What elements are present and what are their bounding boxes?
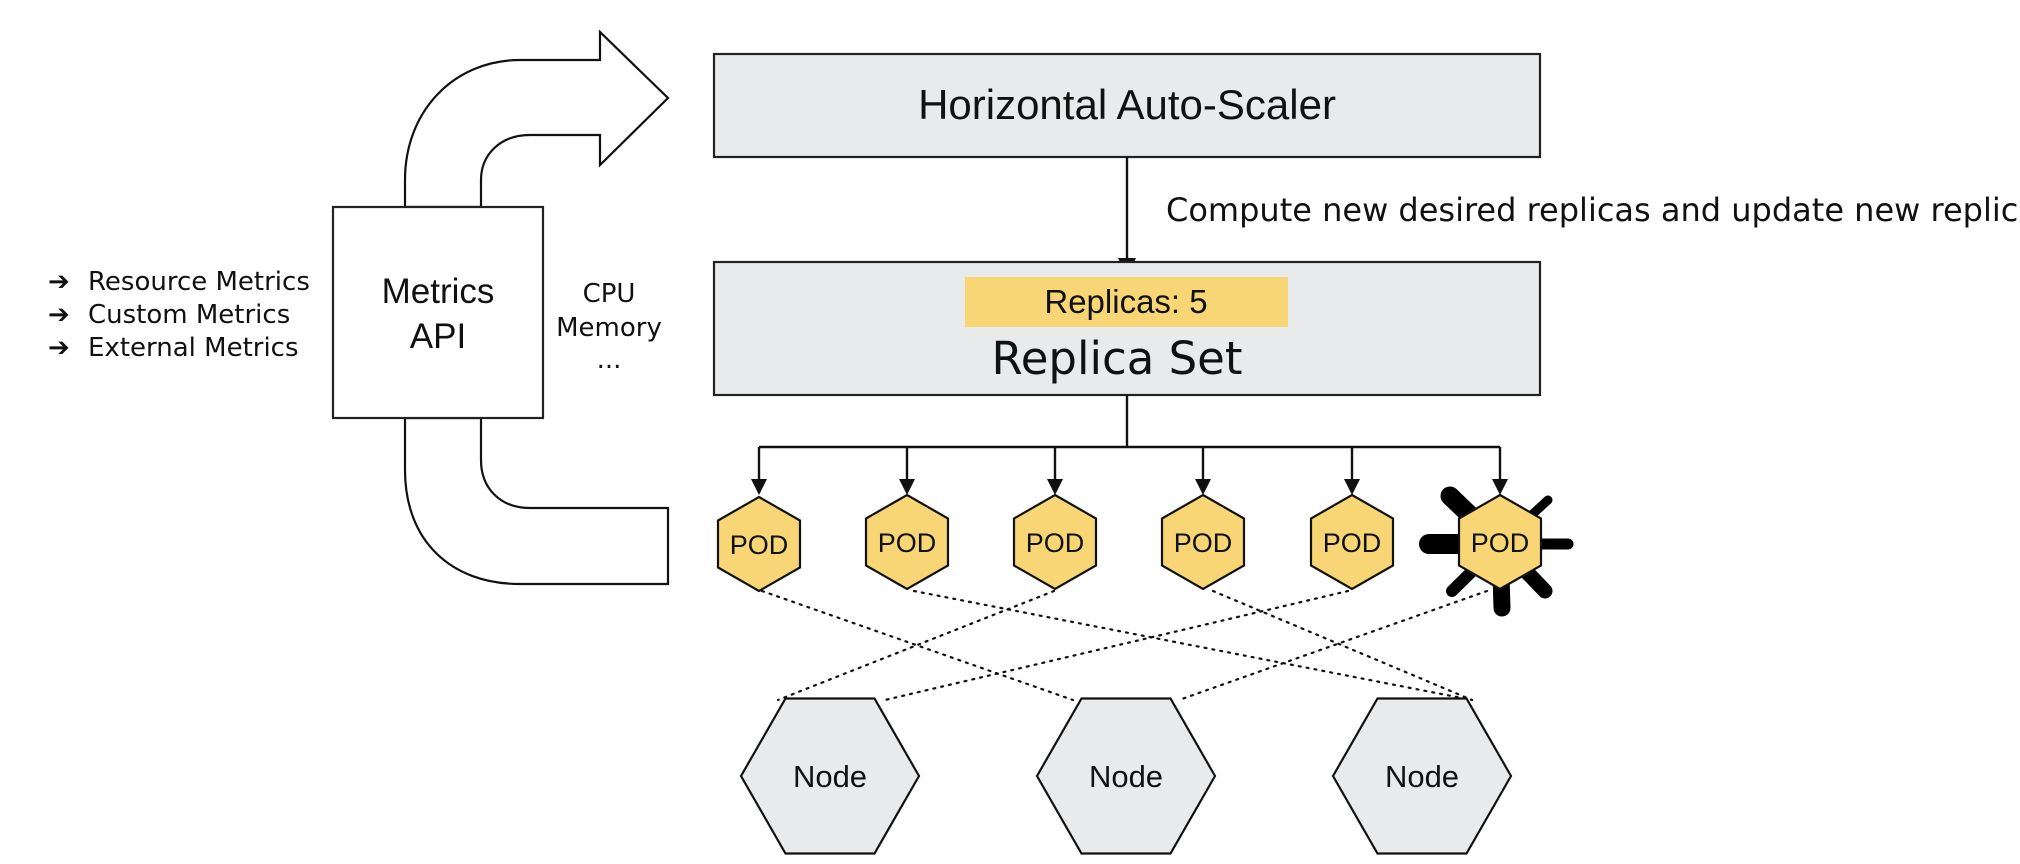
- pod-hexagon: [1160, 493, 1246, 591]
- node-hexagon: [1331, 697, 1513, 855]
- pod-hexagon: [864, 493, 950, 591]
- replica-set-box: Replicas: 5 Replica Set: [712, 260, 1542, 397]
- pod-hexagon: [1457, 493, 1543, 591]
- metric-type-arrow: ➔: [48, 266, 70, 296]
- node: Node: [1035, 697, 1217, 855]
- pods-group: POD POD POD POD POD POD: [716, 493, 1543, 593]
- pod: POD: [1309, 493, 1395, 591]
- autoscaler-title: Horizontal Auto-Scaler: [918, 81, 1336, 128]
- metric-sample-more: ...: [597, 345, 622, 375]
- pod: POD: [1012, 493, 1098, 591]
- node-label: Node: [793, 759, 867, 794]
- metrics-api-line2: API: [410, 317, 466, 356]
- pod-hexagon: [1012, 493, 1098, 591]
- metric-type-label: External Metrics: [88, 333, 299, 363]
- pod-hexagon: [716, 495, 802, 593]
- metric-sample-memory: Memory: [556, 313, 662, 343]
- pod: POD: [864, 493, 950, 591]
- node-hexagon: [739, 697, 921, 855]
- pod-failed: POD: [1457, 493, 1543, 591]
- metrics-api-box: Metrics API: [331, 205, 545, 420]
- pods-to-metrics-arrow: [403, 416, 670, 586]
- pod-label: POD: [1026, 528, 1085, 558]
- node-hexagon: [1035, 697, 1217, 855]
- autoscaler-box: Horizontal Auto-Scaler: [712, 52, 1542, 159]
- pod-label: POD: [1323, 528, 1382, 558]
- metric-types-list: ➔ Resource Metrics ➔ Custom Metrics ➔ Ex…: [48, 266, 310, 363]
- pod: POD: [716, 495, 802, 593]
- node-label: Node: [1089, 759, 1163, 794]
- pod-label: POD: [1471, 528, 1530, 558]
- metric-type-label: Custom Metrics: [88, 300, 290, 330]
- node: Node: [1331, 697, 1513, 855]
- node: Node: [739, 697, 921, 855]
- replicas-count: Replicas: 5: [1044, 283, 1207, 320]
- metric-sample-cpu: CPU: [583, 279, 636, 309]
- autoscaler-to-replicaset-arrow: [1118, 157, 1136, 277]
- pod-label: POD: [878, 528, 937, 558]
- nodes-group: Node Node Node: [739, 697, 1513, 855]
- pod-node-links: [760, 589, 1489, 702]
- replicaset-to-pods-connectors: [751, 395, 1508, 495]
- replica-set-title: Replica Set: [991, 332, 1242, 385]
- metric-type-arrow: ➔: [48, 299, 70, 329]
- metric-samples: CPU Memory ...: [556, 279, 662, 375]
- node-label: Node: [1385, 759, 1459, 794]
- metric-type-arrow: ➔: [48, 332, 70, 362]
- metric-type-label: Resource Metrics: [88, 267, 310, 297]
- edge-label: Compute new desired replicas and update …: [1166, 191, 2020, 229]
- metrics-api-line1: Metrics: [382, 272, 495, 311]
- pod-label: POD: [1174, 528, 1233, 558]
- pod-label: POD: [730, 530, 789, 560]
- pod: POD: [1160, 493, 1246, 591]
- metrics-to-autoscaler-arrow: [403, 29, 670, 209]
- replicas-badge: [965, 277, 1288, 327]
- pod-hexagon: [1309, 493, 1395, 591]
